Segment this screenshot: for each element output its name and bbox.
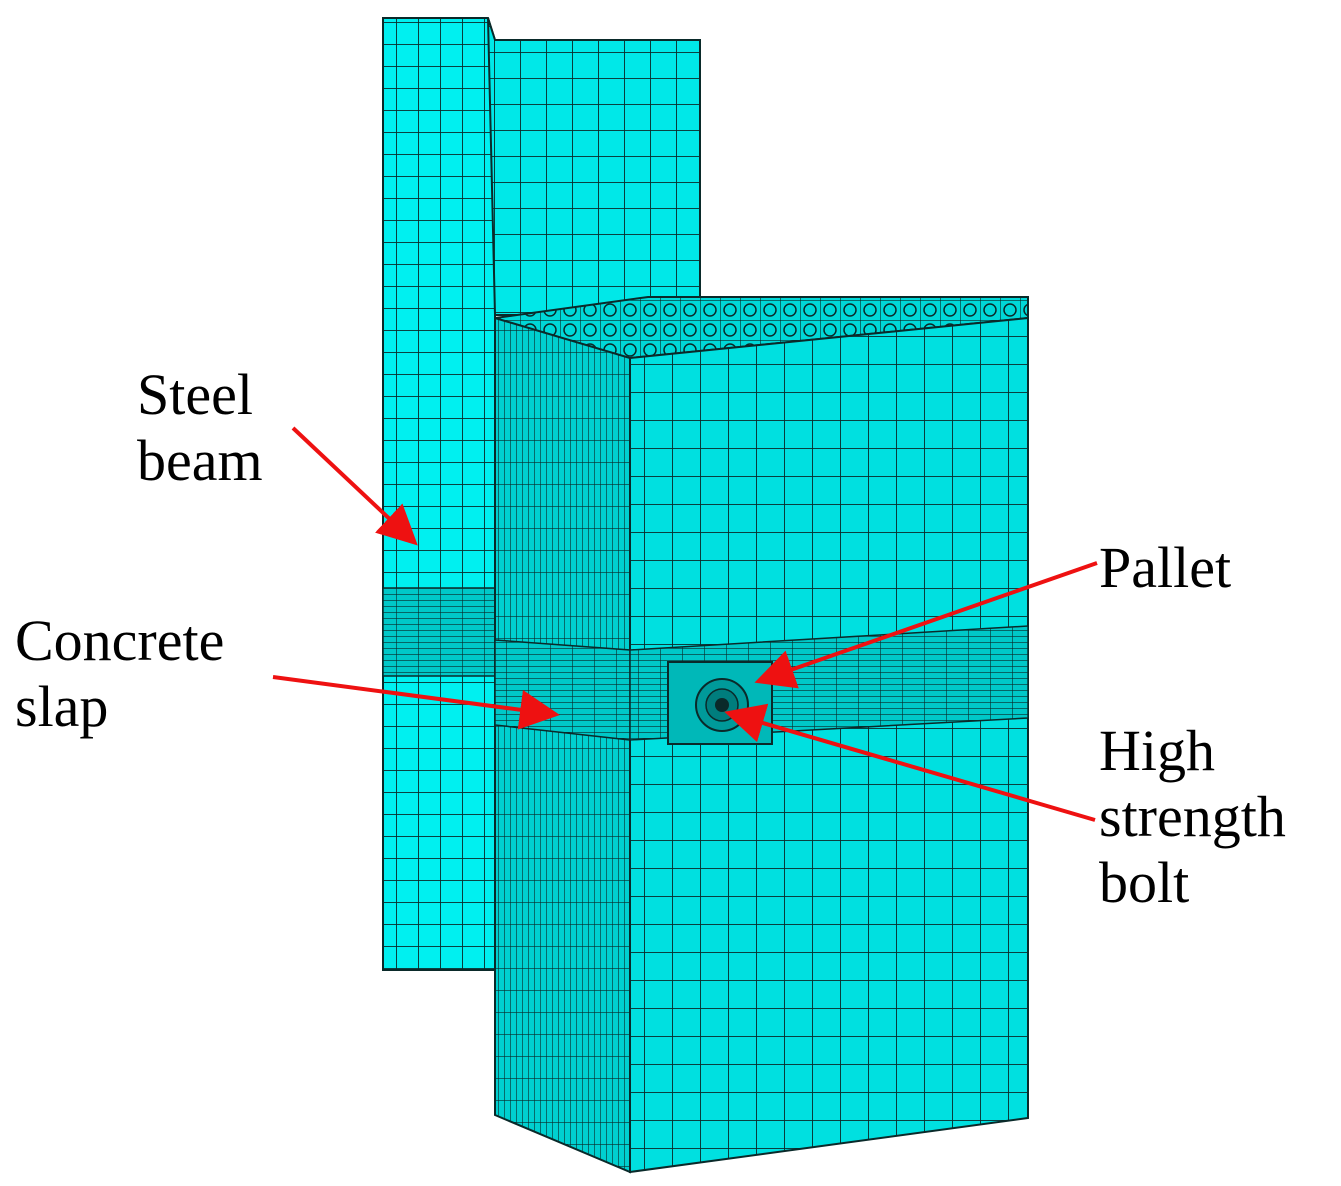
label-pallet-line1: Pallet bbox=[1099, 535, 1232, 600]
pallet-plate bbox=[667, 661, 773, 745]
label-bolt-line1: High bbox=[1099, 718, 1215, 783]
steel-beam bbox=[382, 17, 701, 971]
arrow-high-strength-bolt bbox=[724, 703, 1096, 822]
annotation-arrows bbox=[272, 426, 1098, 822]
label-concrete-slap-line2: slap bbox=[15, 674, 109, 739]
arrow-steel-beam bbox=[291, 426, 418, 546]
arrow-pallet bbox=[754, 561, 1098, 689]
label-high-strength-bolt: High strength bolt bbox=[1099, 718, 1286, 916]
concrete-slab-band-left bbox=[382, 587, 496, 677]
label-steel-beam-line1: Steel bbox=[137, 362, 253, 427]
concrete-block bbox=[494, 296, 1029, 1174]
label-bolt-line2: strength bbox=[1099, 784, 1286, 849]
label-bolt-line3: bolt bbox=[1099, 850, 1190, 915]
label-concrete-slap: Concrete slap bbox=[15, 608, 224, 740]
label-pallet: Pallet bbox=[1099, 535, 1231, 601]
label-steel-beam-line2: beam bbox=[137, 428, 263, 493]
arrow-concrete-slap bbox=[272, 675, 560, 730]
label-concrete-slap-line1: Concrete bbox=[15, 608, 225, 673]
label-steel-beam: Steel beam bbox=[137, 362, 263, 494]
